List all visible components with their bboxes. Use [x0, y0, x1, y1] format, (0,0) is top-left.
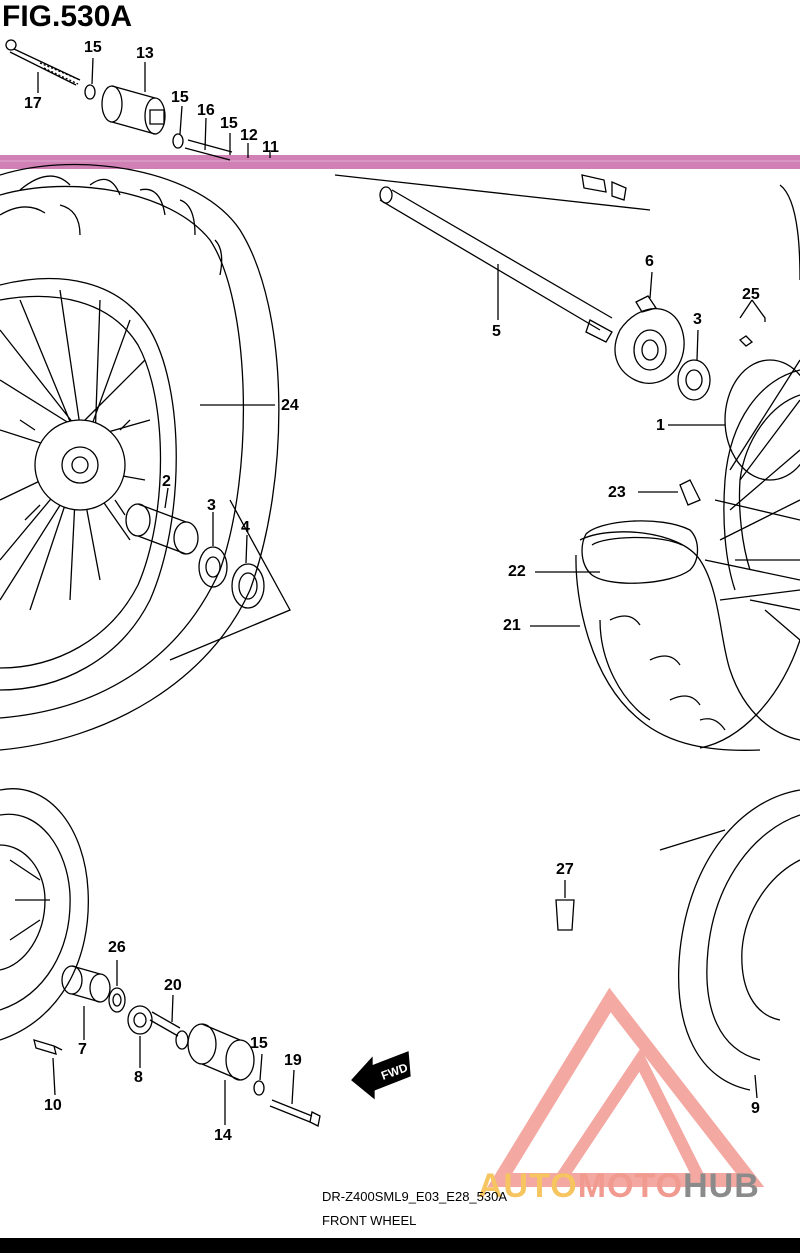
callout-9: 9	[751, 1100, 760, 1117]
callout-16: 16	[197, 102, 215, 119]
part-19-bolt	[269, 1069, 321, 1127]
callout-15: 15	[250, 1035, 268, 1052]
part-10-screw	[33, 1039, 63, 1096]
right-brake-disc	[659, 789, 800, 1091]
part-13-spacer	[101, 85, 166, 135]
right-wheel	[699, 184, 800, 749]
part-3-bearing-right	[677, 329, 711, 401]
part-7-spacer	[61, 965, 111, 1040]
callout-19: 19	[284, 1052, 302, 1069]
part-14-cap	[187, 1023, 255, 1125]
callout-2: 2	[162, 473, 171, 490]
callout-1: 1	[656, 417, 665, 434]
callout-26: 26	[108, 939, 126, 956]
part-15-washer-second	[172, 133, 184, 149]
part-23-rim-band	[679, 479, 701, 506]
figure-code: DR-Z400SML9_E03_E28_530A	[322, 1189, 508, 1204]
callout-20: 20	[164, 977, 182, 994]
callout-12: 12	[240, 127, 258, 144]
brand-part-auto: AUTO	[478, 1167, 578, 1205]
part-4-seal	[231, 534, 265, 609]
part-27-valve-cap	[555, 899, 575, 931]
callout-4: 4	[241, 519, 250, 536]
callout-25: 25	[742, 286, 760, 303]
callout-6: 6	[645, 253, 654, 270]
part-8-nut	[127, 1005, 153, 1068]
part-21-tire	[575, 531, 800, 751]
brand-part-hub: HUB	[683, 1167, 760, 1205]
callout-3: 3	[693, 311, 702, 328]
part-20-bolt	[149, 994, 189, 1050]
scan-band	[0, 155, 800, 169]
part-15-washer-top	[84, 84, 96, 100]
callout-17: 17	[24, 95, 42, 112]
left-wheel	[0, 163, 280, 751]
callout-3: 3	[207, 497, 216, 514]
callout-10: 10	[44, 1097, 62, 1114]
brand-part-moto: MOTO	[577, 1167, 684, 1205]
callout-15: 15	[220, 115, 238, 132]
part-22-tube	[581, 520, 699, 584]
callout-21: 21	[503, 617, 521, 634]
part-2-spacer	[125, 487, 199, 555]
fwd-arrow	[351, 1051, 411, 1100]
callout-15: 15	[171, 89, 189, 106]
callout-27: 27	[556, 861, 574, 878]
callout-14: 14	[214, 1127, 232, 1144]
callout-24: 24	[281, 397, 299, 414]
figure-name: FRONT WHEEL	[322, 1213, 417, 1228]
part-15-washer-bottom	[253, 1053, 265, 1096]
bottom-black-bar	[0, 1238, 800, 1253]
callout-11: 11	[262, 139, 279, 156]
callout-7: 7	[78, 1041, 87, 1058]
part-6-meter-gearbox	[614, 271, 685, 384]
part-3-bearing-left	[198, 512, 228, 588]
automotohub-logo	[487, 987, 765, 1187]
callout-22: 22	[508, 563, 526, 580]
figure-title: FIG.530A	[2, 0, 133, 33]
left-brake-disc	[0, 788, 89, 1041]
part-17-bolt	[5, 39, 81, 86]
callout-15: 15	[84, 39, 102, 56]
callout-5: 5	[492, 323, 501, 340]
brand-wordmark: AUTOMOTOHUB	[478, 1167, 760, 1206]
axle-nut	[581, 174, 627, 201]
part-16-collar	[184, 139, 233, 161]
callout-23: 23	[608, 484, 626, 501]
callout-8: 8	[134, 1069, 143, 1086]
callout-13: 13	[136, 45, 154, 62]
part-5-axle	[334, 174, 651, 343]
part-25-nipple	[738, 299, 766, 347]
part-26-washer	[108, 960, 126, 1013]
